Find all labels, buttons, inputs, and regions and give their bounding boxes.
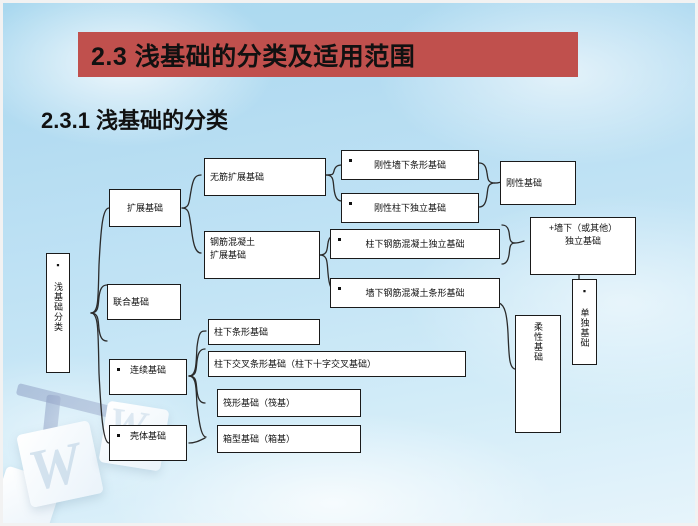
- node-label: 单独基础: [579, 280, 591, 364]
- node-label: 联合基础: [113, 296, 150, 307]
- title-banner: 2.3 浅基础的分类及适用范围: [78, 32, 578, 77]
- node-label: 筏形基础（筏基）: [223, 397, 296, 408]
- node-label: 浅基础分类: [52, 254, 64, 372]
- node-level1-shell-foundation[interactable]: 壳体基础: [109, 425, 187, 461]
- node-label: +墙下（或其他）独立基础: [548, 223, 618, 246]
- node-level4-flexible-foundation[interactable]: 柔性基础: [515, 315, 561, 433]
- node-level3-rc-column-isolated[interactable]: 柱下钢筋混凝土独立基础: [330, 229, 500, 259]
- node-label: 刚性基础: [506, 177, 543, 188]
- node-level1-continuous-foundation[interactable]: 连续基础: [109, 359, 187, 395]
- node-label: 墙下钢筋混凝土条形基础: [365, 287, 465, 298]
- node-label: 柱下交叉条形基础（柱下十字交叉基础）: [214, 358, 377, 369]
- node-level4-single-foundation[interactable]: 单独基础: [572, 279, 597, 365]
- node-label: 刚性墙下条形基础: [373, 159, 446, 170]
- node-level3-rc-wall-strip[interactable]: 墙下钢筋混凝土条形基础: [330, 278, 500, 308]
- node-label: 连续基础: [129, 365, 166, 375]
- node-label: 扩展基础: [126, 202, 163, 213]
- node-level2-box[interactable]: 箱型基础（箱基）: [217, 425, 361, 453]
- node-level2-column-cross-strip[interactable]: 柱下交叉条形基础（柱下十字交叉基础）: [208, 351, 466, 377]
- node-level4-rigid-foundation[interactable]: 刚性基础: [500, 161, 576, 205]
- node-label: 壳体基础: [129, 431, 166, 441]
- section-subtitle: 2.3.1 浅基础的分类: [41, 108, 229, 133]
- node-label: 柱下钢筋混凝土独立基础: [365, 238, 465, 249]
- page-title: 2.3 浅基础的分类及适用范围: [91, 43, 416, 71]
- node-label: 箱型基础（箱基）: [223, 433, 296, 444]
- node-level1-expanded-foundation[interactable]: 扩展基础: [109, 189, 181, 227]
- node-label: 无筋扩展基础: [210, 171, 265, 182]
- classification-diagram: 浅基础分类 扩展基础 联合基础 连续基础 壳体基础 无筋扩展基础 钢筋混凝土扩展…: [3, 3, 695, 523]
- node-label: 柱下条形基础: [214, 326, 269, 337]
- node-level4-wall-other-isolated[interactable]: +墙下（或其他）独立基础: [530, 217, 636, 275]
- node-level3-rigid-column-isolated[interactable]: 刚性柱下独立基础: [341, 193, 479, 223]
- node-level2-unreinforced-expanded[interactable]: 无筋扩展基础: [204, 158, 326, 196]
- node-level3-rigid-wall-strip[interactable]: 刚性墙下条形基础: [341, 150, 479, 180]
- node-label: 刚性柱下独立基础: [373, 202, 446, 213]
- node-root[interactable]: 浅基础分类: [46, 253, 70, 373]
- node-level2-rc-expanded[interactable]: 钢筋混凝土扩展基础: [204, 231, 320, 279]
- node-level2-column-strip[interactable]: 柱下条形基础: [208, 319, 320, 345]
- node-level2-raft[interactable]: 筏形基础（筏基）: [217, 389, 361, 417]
- node-label: 钢筋混凝土扩展基础: [210, 237, 256, 260]
- node-level1-combined-foundation[interactable]: 联合基础: [107, 284, 181, 320]
- node-label: 柔性基础: [533, 322, 543, 362]
